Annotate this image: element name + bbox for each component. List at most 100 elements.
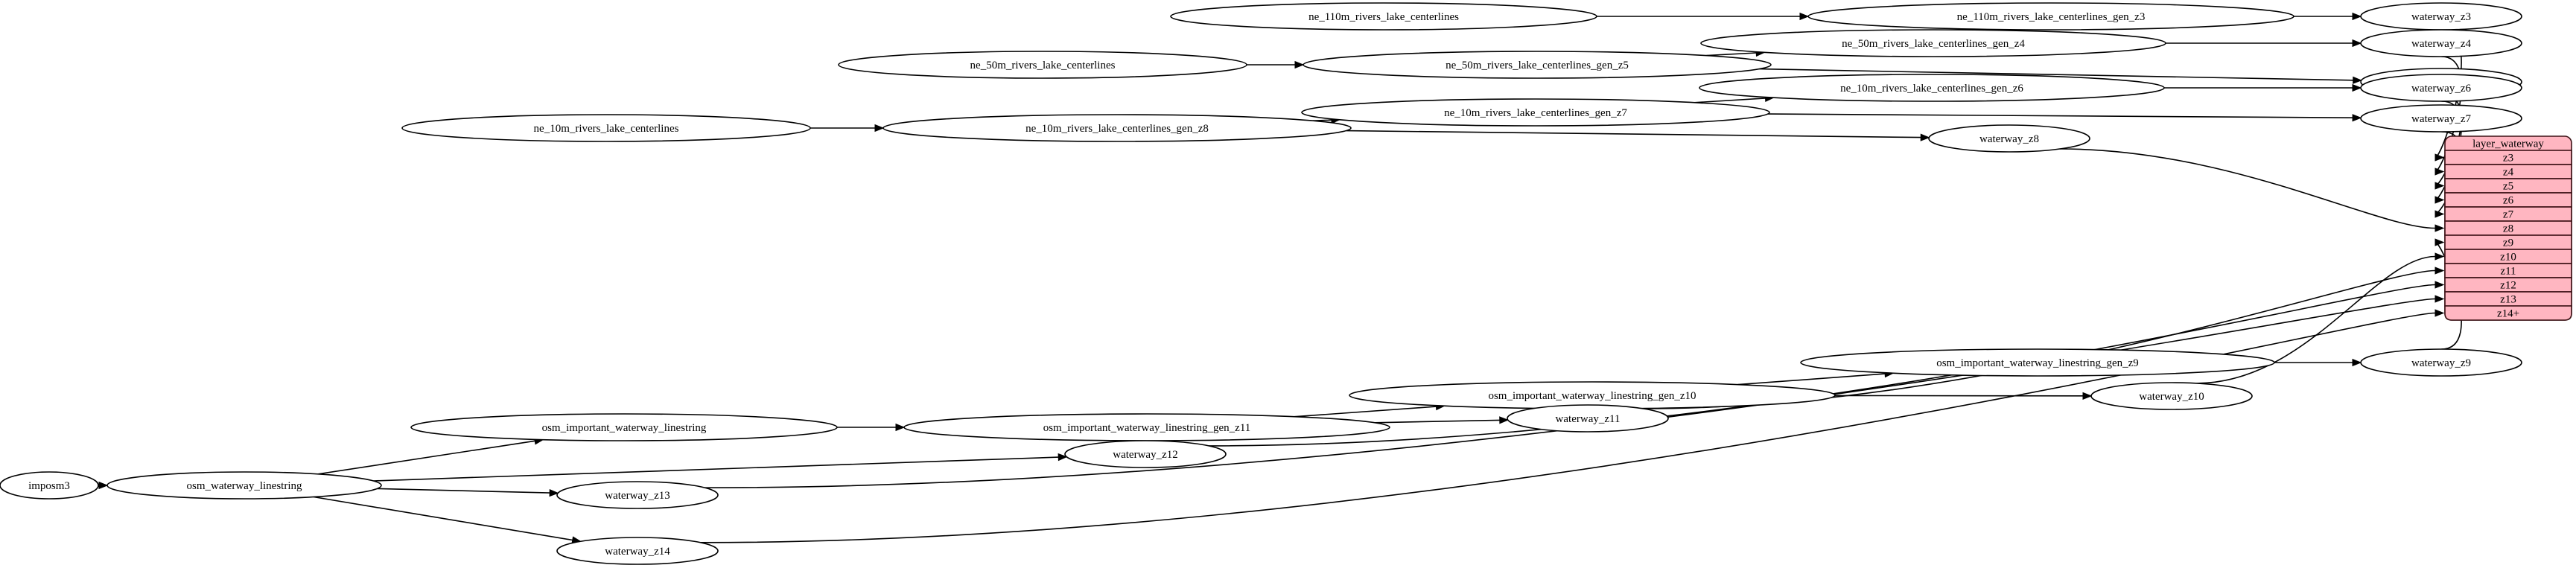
node-label: ne_10m_rivers_lake_centerlines_gen_z8 [1025,123,1209,135]
edge-arrowhead [98,481,109,490]
graph-node[interactable]: waterway_z9 [2360,348,2522,377]
table-row-label: z4 [2503,167,2514,179]
graph-node[interactable]: ne_50m_rivers_lake_centerlines_gen_z5 [1303,51,1772,79]
node-ellipse [1507,404,1669,433]
node-ellipse [2090,382,2253,410]
node-ellipse [1807,2,2294,31]
graph-node[interactable]: ne_50m_rivers_lake_centerlines_gen_z4 [1700,29,2166,57]
node-ellipse [882,114,1352,142]
graph-node[interactable]: osm_important_waterway_linestring [410,413,838,441]
graph-node[interactable]: ne_10m_rivers_lake_centerlines [401,114,811,142]
graph-node[interactable]: osm_important_waterway_linestring_gen_z1… [903,413,1390,441]
node-ellipse [0,471,99,500]
table-row-label: z11 [2500,266,2516,278]
graph-node[interactable]: waterway_z8 [1928,124,2090,153]
node-label: ne_50m_rivers_lake_centerlines_gen_z4 [1842,38,2025,50]
graph-edge [313,496,573,541]
edge-arrowhead [2352,12,2362,21]
graph-edge [1694,98,1766,103]
layer-waterway-table[interactable]: layer_waterwayz3z4z5z6z7z8z9z10z11z12z13… [2444,135,2572,321]
edge-arrowhead [549,488,559,497]
node-label: waterway_z14 [605,546,670,558]
edge-arrowhead [2352,114,2362,122]
node-ellipse [556,537,719,565]
table-row-label: z13 [2500,294,2516,306]
node-ellipse [1303,51,1772,79]
edge-arrowhead [874,124,885,133]
graph-node[interactable]: ne_110m_rivers_lake_centerlines [1170,2,1597,31]
graph-node[interactable]: waterway_z13 [556,481,719,509]
graph-node[interactable]: osm_important_waterway_linestring_gen_z9 [1800,348,2275,377]
node-label: ne_10m_rivers_lake_centerlines_gen_z6 [1840,83,2023,95]
graph-edge [377,488,550,494]
node-label: osm_waterway_linestring [187,480,302,492]
node-label: waterway_z13 [605,490,670,502]
node-ellipse [2360,74,2522,102]
nodes-layer: imposm3 osm_waterway_linestring ne_110m_ri… [0,2,2522,565]
edge-arrowhead [2352,358,2362,367]
edges-layer [98,12,2462,544]
table-row-label: z12 [2500,280,2516,292]
node-label: ne_10m_rivers_lake_centerlines [534,123,679,135]
node-ellipse [106,471,382,500]
graph-node[interactable]: ne_10m_rivers_lake_centerlines_gen_z7 [1301,98,1770,127]
table-row-label: z9 [2503,237,2513,249]
node-ellipse [1301,98,1770,127]
graph-node[interactable]: waterway_z4 [2360,29,2522,57]
edge-arrowhead [2435,267,2445,275]
graph-node[interactable]: osm_important_waterway_linestring_gen_z1… [1349,381,1836,409]
table-row-label: z8 [2503,223,2513,235]
graph-edge [705,298,2436,488]
node-label: ne_10m_rivers_lake_centerlines_gen_z7 [1444,107,1627,119]
node-label: waterway_z11 [1556,413,1621,425]
edge-arrowhead [895,423,906,432]
edge-arrowhead [1920,133,1930,141]
graph-node[interactable]: waterway_z12 [1064,440,1227,468]
table-row-label: z10 [2500,252,2516,264]
node-ellipse [838,51,1247,79]
node-label: waterway_z8 [1979,133,2039,145]
node-label: ne_50m_rivers_lake_centerlines [970,60,1116,71]
node-label: ne_110m_rivers_lake_centerlines [1308,11,1459,23]
graph-node[interactable]: ne_110m_rivers_lake_centerlines_gen_z3 [1807,2,2294,31]
graph-node[interactable]: ne_50m_rivers_lake_centerlines [838,51,1247,79]
graph-edge [1767,113,2353,118]
node-label: waterway_z3 [2411,11,2471,23]
edge-arrowhead [2435,252,2445,261]
table-row-label: z3 [2503,153,2513,165]
graph-node[interactable]: waterway_z6 [2360,74,2522,102]
node-ellipse [1699,74,2165,102]
graph-node[interactable]: osm_waterway_linestring [106,471,382,500]
edge-arrowhead [2435,210,2445,218]
node-label: waterway_z12 [1113,449,1177,461]
edge-arrowhead [1294,60,1305,69]
graph-edge [1294,406,1437,418]
graph-node[interactable]: waterway_z3 [2360,2,2522,31]
graph-node[interactable]: ne_10m_rivers_lake_centerlines_gen_z6 [1699,74,2165,102]
table-row-label: z6 [2503,195,2514,207]
graph-node[interactable]: waterway_z11 [1507,404,1669,433]
node-label: waterway_z10 [2139,391,2204,403]
edge-arrowhead [2352,83,2362,92]
table-row-label: z5 [2503,181,2513,193]
graph-edge [317,440,535,475]
node-label: waterway_z7 [2411,113,2471,125]
edge-arrowhead [2352,39,2362,48]
edge-arrowhead [2353,76,2363,84]
graph-node[interactable]: waterway_z7 [2360,104,2522,133]
graph-node[interactable]: waterway_z14 [556,537,719,565]
edge-arrowhead [2435,182,2445,190]
node-label: osm_important_waterway_linestring [542,422,707,434]
node-ellipse [556,481,719,509]
graph-node[interactable]: ne_10m_rivers_lake_centerlines_gen_z8 [882,114,1352,142]
graph-edge [1706,52,1757,57]
node-label: imposm3 [28,480,70,492]
graph-node[interactable]: imposm3 [0,471,99,500]
edge-arrowhead [2435,281,2445,289]
node-ellipse [2360,348,2522,377]
table-row[interactable] [2444,305,2572,321]
edge-arrowhead [2435,295,2445,303]
graph-node[interactable]: waterway_z10 [2090,382,2253,410]
